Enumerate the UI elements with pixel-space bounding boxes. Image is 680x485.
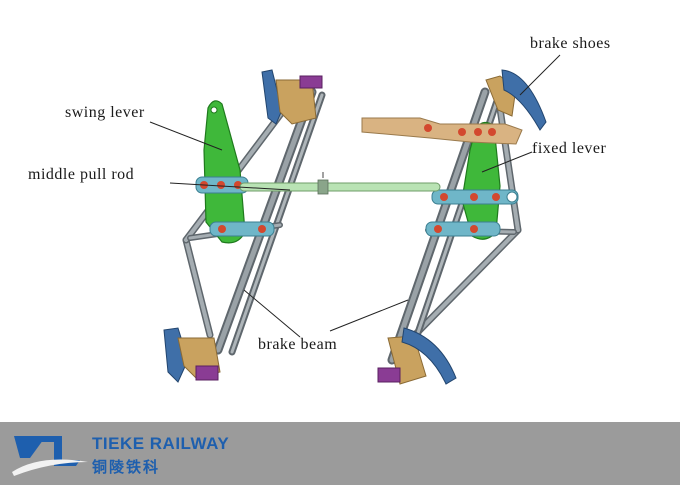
leader-brake-shoes (519, 54, 561, 96)
right-brake-beam-assembly (361, 69, 547, 385)
label-middle-pull-rod: middle pull rod (28, 166, 135, 183)
right-clevis (425, 189, 519, 237)
brand-name-english: TIEKE RAILWAY (92, 434, 230, 453)
label-brake-shoes: brake shoes (530, 35, 611, 52)
brake-rigging-diagram (149, 54, 561, 385)
leader-swing-lever (149, 121, 223, 151)
leader-brake-beam-right (329, 299, 409, 332)
brand-footer: TIEKE RAILWAY 铜陵铁科 (0, 422, 680, 485)
left-upper-brake-head (261, 69, 323, 125)
tieke-logo-icon (12, 436, 88, 476)
leader-brake-beam-left (243, 289, 301, 338)
label-fixed-lever: fixed lever (532, 140, 607, 157)
middle-pull-rod (239, 172, 441, 195)
leader-middle-pull-rod (169, 182, 291, 191)
left-lower-brake-head (163, 327, 221, 383)
label-swing-lever: swing lever (65, 104, 145, 121)
brand-name-chinese: 铜陵铁科 (92, 458, 161, 476)
right-lower-brake-head (377, 327, 457, 385)
leader-fixed-lever (481, 151, 533, 173)
callout-leaders (149, 54, 561, 338)
right-upper-brake-head (485, 69, 547, 131)
fixed-lever-arm (361, 117, 523, 145)
label-brake-beam: brake beam (258, 336, 338, 353)
